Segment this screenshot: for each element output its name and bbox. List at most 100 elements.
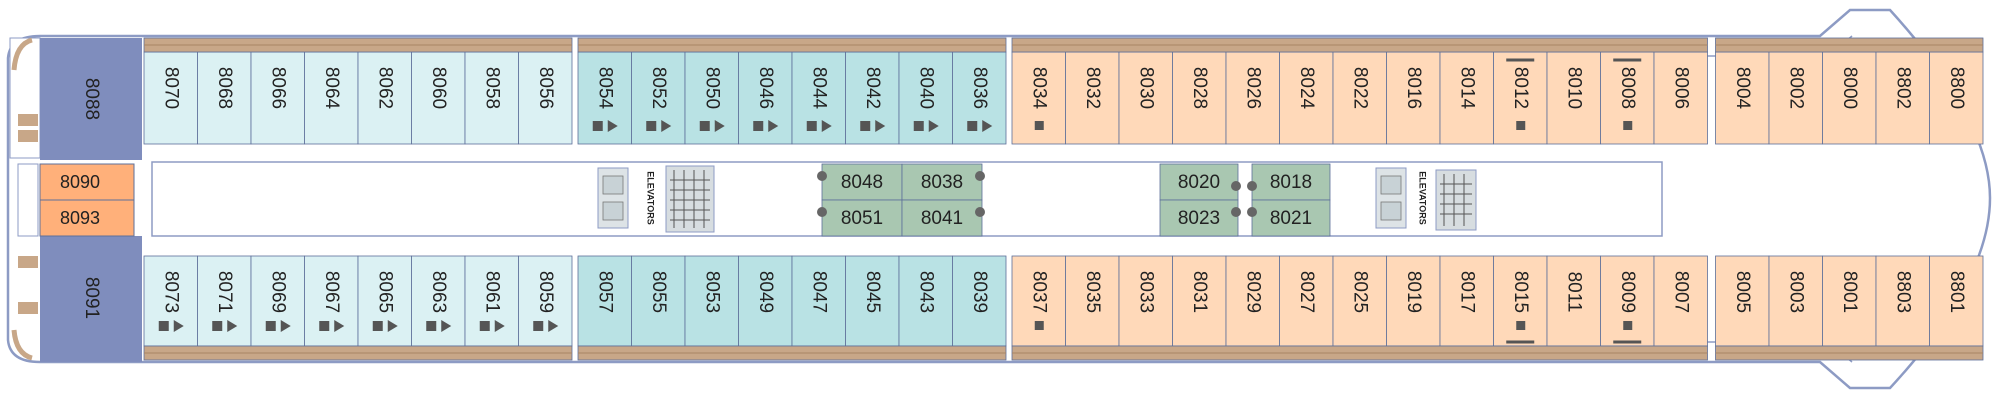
cabin-8038[interactable]: 8038 <box>901 163 983 201</box>
suite-top[interactable] <box>40 38 142 160</box>
cabin-box <box>1653 51 1708 145</box>
cabin-8059[interactable]: 8059 <box>518 255 573 347</box>
elevator-bank-aft[interactable]: ELEVATORS <box>597 165 715 233</box>
cabin-8061[interactable]: 8061 <box>464 255 519 347</box>
cabin-8035[interactable]: 8035 <box>1065 255 1120 347</box>
cabin-8052[interactable]: 8052 <box>631 51 686 145</box>
cabin-8029[interactable]: 8029 <box>1225 255 1280 347</box>
cabin-8041[interactable]: 8041 <box>901 199 983 237</box>
cabin-number: 8070 <box>161 67 182 109</box>
cabin-8800[interactable]: 8800 <box>1929 51 1984 145</box>
cabin-number: 8005 <box>1732 271 1753 313</box>
cabin-8018[interactable]: 8018 <box>1251 163 1331 201</box>
cabin-8001[interactable]: 8001 <box>1822 255 1877 347</box>
cabin-8058[interactable]: 8058 <box>464 51 519 145</box>
cabin-8049[interactable]: 8049 <box>738 255 793 347</box>
cabin-8022[interactable]: 8022 <box>1332 51 1387 145</box>
cabin-8028[interactable]: 8028 <box>1172 51 1227 145</box>
cabin-8030[interactable]: 8030 <box>1118 51 1173 145</box>
cabin-8045[interactable]: 8045 <box>845 255 900 347</box>
aft-cabin-bottom[interactable] <box>39 199 135 237</box>
cabin-8048[interactable]: 8048 <box>821 163 903 201</box>
cabin-square-icon <box>158 321 169 331</box>
cabin-8047[interactable]: 8047 <box>791 255 846 347</box>
cabin-8060[interactable]: 8060 <box>411 51 466 145</box>
cabin-8042[interactable]: 8042 <box>845 51 900 145</box>
cabin-8071[interactable]: 8071 <box>197 255 252 347</box>
cabin-8067[interactable]: 8067 <box>304 255 359 347</box>
cabin-box <box>791 51 846 145</box>
cabin-8036[interactable]: 8036 <box>952 51 1007 145</box>
cabin-8023[interactable]: 8023 <box>1159 199 1239 237</box>
cabin-8073[interactable]: 8073 <box>143 255 198 347</box>
cabin-number: 8066 <box>268 67 289 109</box>
cabin-8054[interactable]: 8054 <box>577 51 632 145</box>
cabin-8019[interactable]: 8019 <box>1386 255 1441 347</box>
cabin-8055[interactable]: 8055 <box>631 255 686 347</box>
cabin-8040[interactable]: 8040 <box>898 51 953 145</box>
cabin-8062[interactable]: 8062 <box>357 51 412 145</box>
cabin-number: 8039 <box>969 271 990 313</box>
cabin-8017[interactable]: 8017 <box>1439 255 1494 347</box>
cabin-8004[interactable]: 8004 <box>1715 51 1770 145</box>
cabin-8014[interactable]: 8014 <box>1439 51 1494 145</box>
suite-bottom[interactable] <box>40 236 142 362</box>
cabin-8064[interactable]: 8064 <box>304 51 359 145</box>
cabin-box <box>1065 51 1120 145</box>
cabin-8007[interactable]: 8007 <box>1653 255 1708 347</box>
cabin-8003[interactable]: 8003 <box>1768 255 1823 347</box>
cabin-number: 8051 <box>841 208 883 229</box>
cabin-8006[interactable]: 8006 <box>1653 51 1708 145</box>
cabin-8024[interactable]: 8024 <box>1279 51 1334 145</box>
cabin-box <box>411 51 466 145</box>
cabin-8046[interactable]: 8046 <box>738 51 793 145</box>
cabin-8066[interactable]: 8066 <box>250 51 305 145</box>
cabin-number: 8073 <box>161 271 182 313</box>
cabin-8803[interactable]: 8803 <box>1875 255 1930 347</box>
cabin-box <box>1172 255 1227 347</box>
cabin-8053[interactable]: 8053 <box>684 255 739 347</box>
cabin-box <box>952 51 1007 145</box>
cabin-8065[interactable]: 8065 <box>357 255 412 347</box>
cabin-8801[interactable]: 8801 <box>1929 255 1984 347</box>
cabin-8005[interactable]: 8005 <box>1715 255 1770 347</box>
cabin-8009[interactable]: 8009 <box>1600 255 1655 347</box>
cabin-8011[interactable]: 8011 <box>1546 255 1601 347</box>
cabin-8016[interactable]: 8016 <box>1386 51 1441 145</box>
cabin-8057[interactable]: 8057 <box>577 255 632 347</box>
cabin-8034[interactable]: 8034 <box>1011 51 1066 145</box>
elevator-bank-forward[interactable]: ELEVATORS <box>1375 167 1477 231</box>
cabin-8070[interactable]: 8070 <box>143 51 198 145</box>
cabin-8026[interactable]: 8026 <box>1225 51 1280 145</box>
cabin-8069[interactable]: 8069 <box>250 255 305 347</box>
cabin-8020[interactable]: 8020 <box>1159 163 1239 201</box>
cabin-8000[interactable]: 8000 <box>1822 51 1877 145</box>
cabin-8068[interactable]: 8068 <box>197 51 252 145</box>
cabin-8043[interactable]: 8043 <box>898 255 953 347</box>
cabin-8002[interactable]: 8002 <box>1768 51 1823 145</box>
cabin-8037[interactable]: 8037 <box>1011 255 1066 347</box>
cabin-8802[interactable]: 8802 <box>1875 51 1930 145</box>
aft-cabin-top[interactable] <box>39 163 135 201</box>
cabin-8012[interactable]: 8012 <box>1493 51 1548 145</box>
cabin-8063[interactable]: 8063 <box>411 255 466 347</box>
cabin-number: 8044 <box>809 67 830 110</box>
cabin-8021[interactable]: 8021 <box>1251 199 1331 237</box>
cabin-8027[interactable]: 8027 <box>1279 255 1334 347</box>
cabin-number: 8045 <box>862 271 883 313</box>
cabin-8051[interactable]: 8051 <box>821 199 903 237</box>
cabin-8033[interactable]: 8033 <box>1118 255 1173 347</box>
cabin-8015[interactable]: 8015 <box>1493 255 1548 347</box>
cabin-8025[interactable]: 8025 <box>1332 255 1387 347</box>
cabin-8039[interactable]: 8039 <box>952 255 1007 347</box>
cabin-square-icon <box>592 121 603 131</box>
cabin-box <box>684 51 739 145</box>
cabin-number: 8032 <box>1082 67 1103 109</box>
cabin-8056[interactable]: 8056 <box>518 51 573 145</box>
cabin-8044[interactable]: 8044 <box>791 51 846 145</box>
cabin-8050[interactable]: 8050 <box>684 51 739 145</box>
cabin-8031[interactable]: 8031 <box>1172 255 1227 347</box>
cabin-8032[interactable]: 8032 <box>1065 51 1120 145</box>
cabin-8010[interactable]: 8010 <box>1546 51 1601 145</box>
cabin-8008[interactable]: 8008 <box>1600 51 1655 145</box>
